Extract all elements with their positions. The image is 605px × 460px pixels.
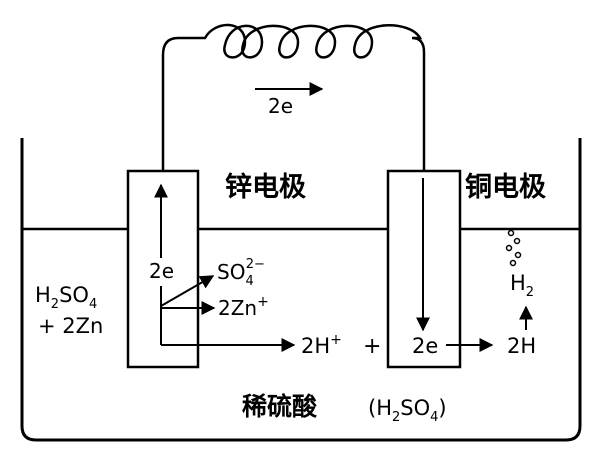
sulfate-ion-label: SO42− bbox=[217, 257, 265, 289]
atomic-hydrogen-label: 2H bbox=[507, 334, 536, 358]
zinc-ion-label: 2Zn+ bbox=[218, 294, 269, 320]
bubble bbox=[513, 237, 521, 245]
solution-left-label-line2: + 2Zn bbox=[38, 314, 103, 338]
gas-bubbles bbox=[505, 229, 522, 267]
hydrogen-ion-label: 2H+ bbox=[301, 332, 342, 358]
wire-electron-label: 2e bbox=[268, 94, 293, 118]
dilute-sulfuric-acid-formula: (H2SO4) bbox=[368, 396, 447, 425]
connecting-wire bbox=[161, 23, 426, 171]
dilute-sulfuric-acid-label: 稀硫酸 bbox=[242, 392, 318, 421]
copper-electron-label: 2e bbox=[412, 334, 438, 358]
sulfate-arrow bbox=[160, 275, 215, 307]
zinc-electrode-label: 锌电极 bbox=[225, 172, 306, 203]
solution-left-label-line1: H2SO4 bbox=[35, 283, 97, 312]
bubble bbox=[507, 229, 515, 237]
plus-sign: + bbox=[363, 334, 381, 359]
beaker-outline bbox=[20, 138, 582, 442]
bubble bbox=[514, 251, 522, 259]
zinc-electrode bbox=[126, 169, 200, 369]
bubble bbox=[509, 259, 517, 267]
copper-electrode-label: 铜电极 bbox=[465, 172, 546, 203]
bubble bbox=[505, 244, 513, 252]
hydrogen-gas-label: H2 bbox=[510, 271, 534, 300]
zinc-electron-label: 2e bbox=[149, 259, 174, 283]
